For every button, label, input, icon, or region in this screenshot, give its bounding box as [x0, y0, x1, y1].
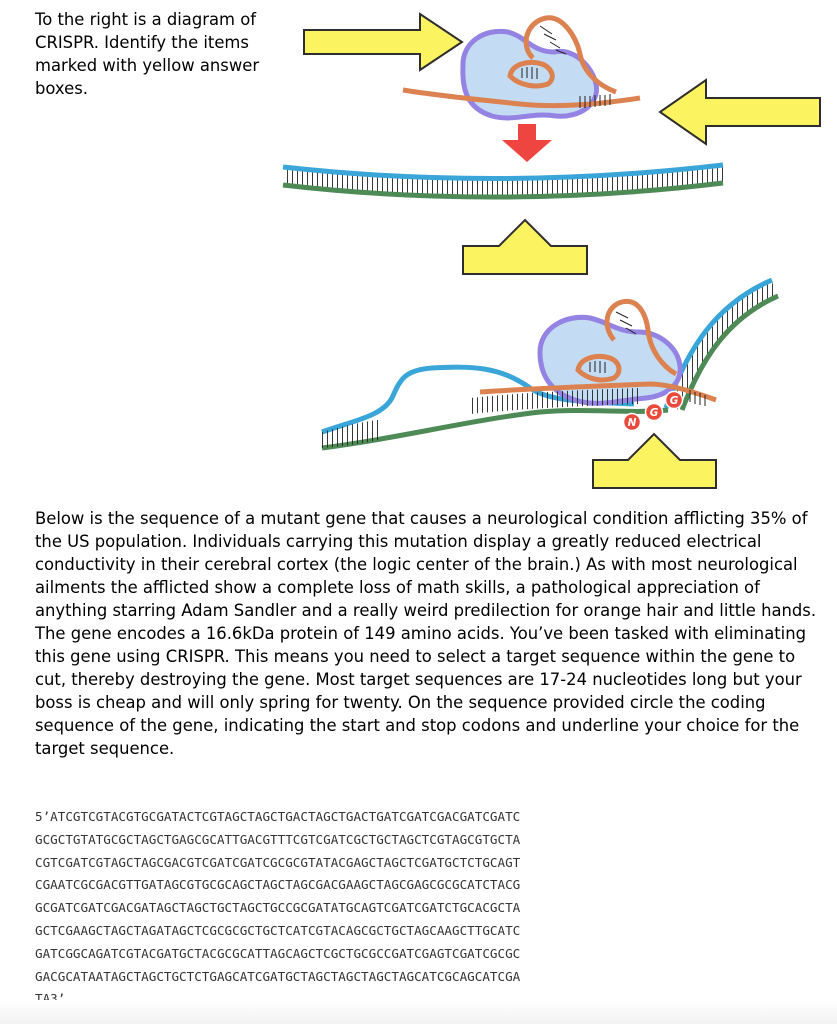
loop-bound-ticks: [589, 361, 606, 373]
page-bottom-edge: [0, 1000, 837, 1024]
hairpin-bound-ticks: [615, 311, 637, 335]
sequence-line-4: CGAATCGCGACGTTGATAGCGTGCGCAGCTAGCTAGCGAC…: [35, 877, 521, 893]
guide-rna-strand-bound-ticks: [470, 388, 640, 414]
pam-letter-g1: G: [650, 407, 659, 419]
crispr-diagram: N G G: [282, 12, 821, 489]
target-dna-bottom-strand: [282, 180, 724, 200]
target-dna-top-strand: [282, 162, 724, 181]
guide-rna-strand-bound: [479, 381, 717, 403]
pam-letter-g2: G: [670, 395, 679, 407]
pam-circle-g2: [664, 390, 684, 410]
guide-rna-hairpin: [523, 15, 617, 95]
sequence-line-2: GCGCTGTATGCGCTAGCTGAGCGCATTGACGTTTCGTCGA…: [35, 831, 521, 847]
bound-dna-lower-green: [321, 407, 669, 451]
pam-circle-g1: [644, 402, 664, 422]
pam-site: N G G: [622, 390, 684, 432]
sequence-line-7: GATCGGCAGATCGTACGATGCTACGCGCATTAGCAGCTCG…: [35, 945, 521, 961]
sequence-line-6: GCTCGAAGCTAGCTAGATAGCTCGCGCGCTGCTCATCGTA…: [35, 922, 521, 938]
answer-arrow-dna: [462, 218, 588, 275]
pam-circle-n: [622, 412, 642, 432]
guide-rna-hairpin-bound: [604, 298, 678, 377]
bound-dna-lower-ticks: [322, 420, 378, 448]
guide-rna-loop-bound: [575, 354, 622, 383]
loop-ticks: [521, 67, 538, 79]
sequence-line-5: GCGATCGATCGACGATAGCTAGCTGCTAGCTGCCGCGATA…: [35, 900, 521, 916]
answer-arrow-top-left: [303, 12, 464, 72]
rna-bound-ticks: [689, 390, 706, 406]
answer-arrow-pam: [592, 432, 717, 489]
guide-rna-loop: [507, 60, 555, 89]
intro-text: To the right is a diagram of CRISPR. Ide…: [35, 10, 260, 98]
sequence-line-1: 5’ATCGTCGTACGTGCGATACTCGTAGCTAGCTGACTAGC…: [35, 809, 521, 824]
body-paragraph: Below is the sequence of a mutant gene t…: [35, 509, 817, 758]
red-down-arrow: [502, 124, 552, 162]
rna-strand-ticks: [579, 94, 611, 108]
hairpin-ticks: [539, 25, 567, 55]
guide-rna-strand: [402, 87, 641, 109]
sequence-line-8: GACGCATAATAGCTAGCTGCTCTGAGCATCGATGCTAGCT…: [35, 968, 521, 984]
pam-letter-n: N: [628, 417, 637, 429]
dna-sequence: 5’ATCGTCGTACGTGCGATACTCGTAGCTAGCTGACTAGC…: [35, 806, 825, 1011]
answer-arrow-right: [658, 78, 821, 146]
sequence-line-3: CGTCGATCGTAGCTAGCGACGTCGATCGATCGCGCGTATA…: [35, 854, 521, 870]
